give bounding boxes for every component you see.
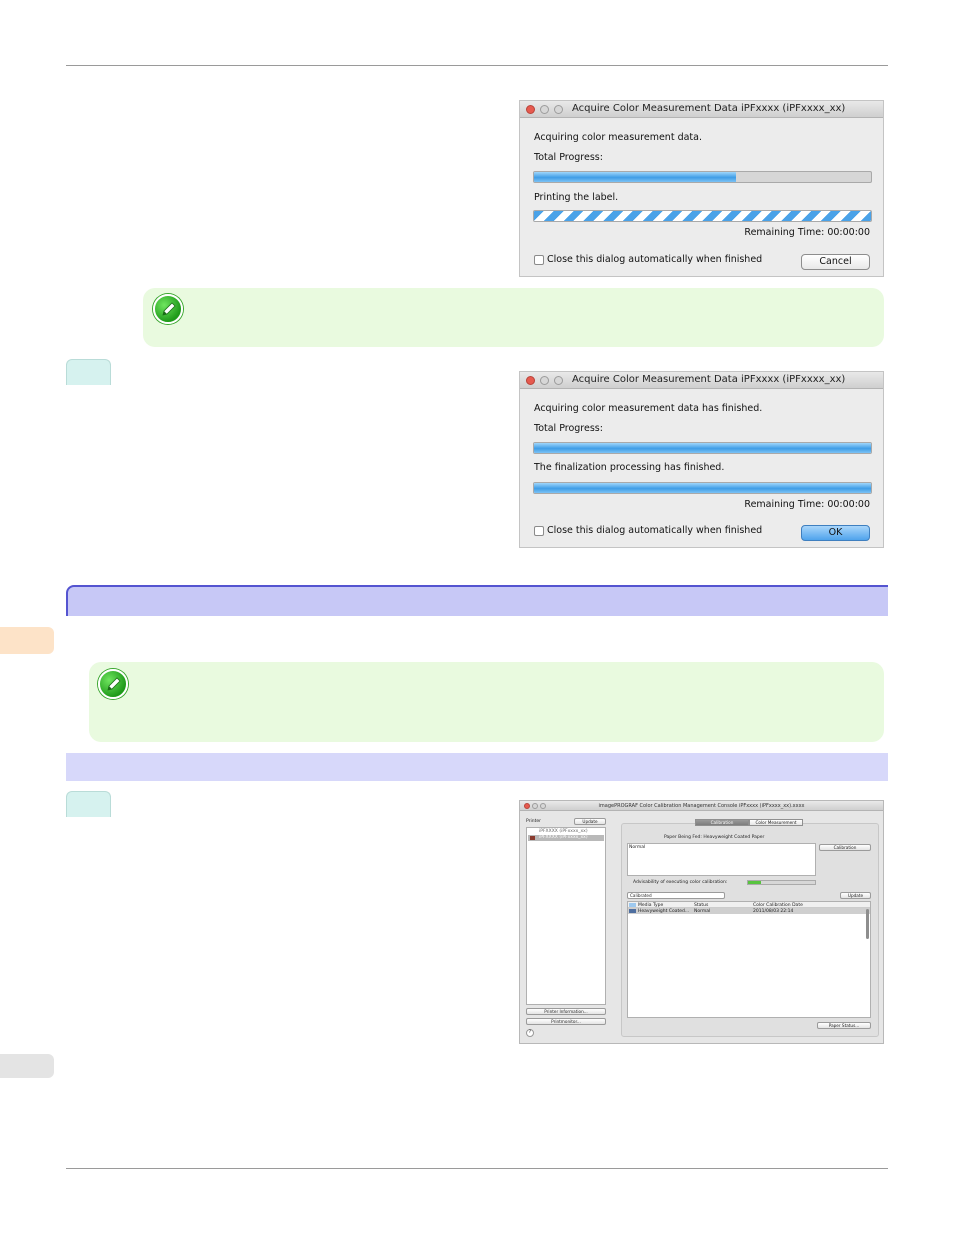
total-progress-bar [533, 171, 872, 183]
step-progress-fill [534, 483, 871, 493]
dialog-title: Acquire Color Measurement Data iPFxxxx (… [572, 103, 846, 114]
subsection-heading-bar [66, 753, 888, 781]
printer-list-item[interactable]: iPFXXXX (iPFxxxx_xx) [539, 829, 588, 834]
minimize-light-icon[interactable] [540, 105, 549, 114]
note-box [89, 662, 884, 742]
dialog-titlebar: Acquire Color Measurement Data iPFxxxx (… [520, 372, 883, 389]
note-box [143, 288, 884, 347]
dialog-title: Acquire Color Measurement Data iPFxxxx (… [572, 374, 846, 385]
total-progress-fill [534, 443, 871, 453]
printer-list-item-selected[interactable]: iPFXXXX (iPFxxxx_xx) [528, 835, 604, 841]
media-table: Media Type Status Color Calibration Date… [627, 901, 871, 1018]
dialog-titlebar: Acquire Color Measurement Data iPFxxxx (… [520, 101, 883, 118]
total-progress-label: Total Progress: [534, 423, 603, 434]
total-progress-bar [533, 442, 872, 454]
printer-list[interactable]: iPFXXXX (iPFxxxx_xx) iPFXXXX (iPFxxxx_xx… [526, 827, 606, 1005]
paper-status-button[interactable]: Paper Status... [817, 1022, 871, 1029]
step-progress-bar [533, 482, 872, 494]
auto-close-checkbox-label: Close this dialog automatically when fin… [547, 254, 763, 265]
step-status-label: Printing the label. [534, 192, 619, 203]
advisability-label: Advisability of executing color calibrat… [633, 880, 728, 885]
printmonitor-button[interactable]: Printmonitor... [526, 1018, 606, 1025]
zoom-light-icon[interactable] [554, 105, 563, 114]
close-light-icon[interactable] [524, 803, 530, 809]
printer-information-button[interactable]: Printer Information... [526, 1008, 606, 1015]
calibration-console-window: imagePROGRAF Color Calibration Managemen… [519, 800, 884, 1044]
note-pencil-icon [153, 294, 183, 324]
step-progress-bar [533, 210, 872, 222]
status-text-box: Normal [627, 843, 816, 876]
minimize-light-icon[interactable] [540, 376, 549, 385]
ok-button[interactable]: OK [801, 525, 870, 541]
acquire-dialog-finished: Acquire Color Measurement Data iPFxxxx (… [519, 371, 884, 548]
table-cell: Normal [694, 909, 711, 914]
help-icon[interactable]: ? [526, 1029, 534, 1037]
remaining-time: Remaining Time: 00:00:00 [744, 227, 870, 238]
table-row[interactable] [628, 908, 870, 914]
console-titlebar: imagePROGRAF Color Calibration Managemen… [520, 801, 883, 811]
chapter-side-tab [0, 627, 54, 654]
auto-close-checkbox-label: Close this dialog automatically when fin… [547, 525, 763, 536]
close-light-icon[interactable] [526, 105, 535, 114]
step-marker [66, 359, 111, 385]
column-header[interactable]: Status [694, 903, 709, 908]
step-marker [66, 791, 111, 817]
tab-color-measurement[interactable]: Color Measurement [749, 819, 803, 826]
printer-update-button[interactable]: Update [574, 818, 606, 825]
table-cell: Heavyweight Coated... [638, 909, 690, 914]
zoom-light-icon[interactable] [554, 376, 563, 385]
auto-close-checkbox-row[interactable]: Close this dialog automatically when fin… [534, 525, 762, 536]
paper-being-fed: Paper Being Fed: Heavyweight Coated Pape… [664, 835, 765, 840]
indeterminate-progress-stripes [534, 211, 871, 221]
total-progress-label: Total Progress: [534, 152, 603, 163]
console-title: imagePROGRAF Color Calibration Managemen… [598, 803, 805, 809]
minimize-light-icon[interactable] [532, 803, 538, 809]
zoom-light-icon[interactable] [540, 803, 546, 809]
page-side-tab [0, 1054, 54, 1078]
table-header [628, 902, 870, 908]
cancel-button[interactable]: Cancel [801, 254, 870, 270]
section-heading-bar [66, 585, 888, 616]
close-light-icon[interactable] [526, 376, 535, 385]
printer-label: Printer [526, 819, 541, 824]
column-header[interactable]: Color Calibration Date [753, 903, 803, 908]
calibration-panel: Calibration Color Measurement Paper Bein… [621, 819, 879, 1037]
footer-rule [66, 1168, 888, 1169]
auto-close-checkbox[interactable] [534, 525, 544, 536]
step-status-label: The finalization processing has finished… [534, 462, 725, 473]
table-scrollbar[interactable] [866, 909, 869, 939]
column-header[interactable]: Media Type [638, 903, 664, 908]
filter-select[interactable]: Calibrated [627, 892, 725, 899]
calibration-button[interactable]: Calibration [819, 844, 871, 851]
auto-close-checkbox-row[interactable]: Close this dialog automatically when fin… [534, 254, 762, 265]
status-text: Normal [629, 845, 646, 850]
advisability-meter [747, 880, 816, 885]
tab-calibration[interactable]: Calibration [695, 819, 749, 826]
status-text: Acquiring color measurement data has fin… [534, 403, 763, 414]
total-progress-fill [534, 172, 737, 182]
note-pencil-icon [98, 669, 128, 699]
table-update-button[interactable]: Update [840, 892, 871, 899]
header-rule [66, 65, 888, 66]
media-icon [629, 909, 636, 913]
media-column-icon [629, 903, 636, 907]
table-cell: 2011/08/03 22:14 [753, 909, 794, 914]
acquire-dialog-in-progress: Acquire Color Measurement Data iPFxxxx (… [519, 100, 884, 277]
status-text: Acquiring color measurement data. [534, 132, 702, 143]
remaining-time: Remaining Time: 00:00:00 [744, 499, 870, 510]
advisability-meter-fill [748, 881, 762, 884]
printer-icon [530, 836, 535, 840]
auto-close-checkbox[interactable] [534, 254, 544, 265]
